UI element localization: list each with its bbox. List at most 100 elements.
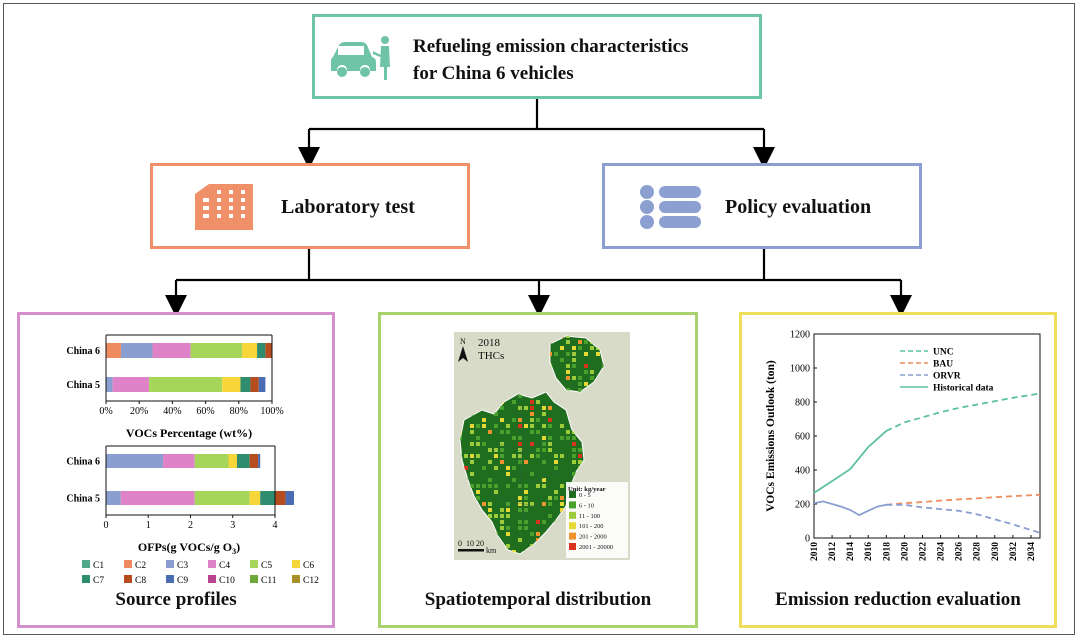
emission-cell (460, 424, 462, 428)
emission-cell (560, 346, 564, 350)
emission-cell (464, 454, 468, 458)
emission-cell (518, 424, 522, 428)
bar-segment-c8 (265, 343, 272, 358)
emission-cell (542, 436, 546, 440)
emission-cell (596, 336, 600, 338)
emission-cell (566, 364, 570, 368)
emission-cell (578, 382, 582, 386)
north-arrow-icon (458, 346, 468, 362)
svg-text:10: 10 (466, 539, 474, 548)
emission-cell (524, 460, 528, 464)
emission-cell (572, 376, 576, 380)
emission-cell (470, 406, 474, 410)
emission-cell (476, 496, 480, 500)
emission-cell (518, 496, 522, 500)
emission-cell (476, 442, 480, 446)
emission-cell (566, 406, 570, 410)
emission-cell (524, 526, 528, 530)
legend-swatch-c3 (166, 560, 174, 568)
emission-cell (524, 520, 528, 524)
emission-cell (536, 430, 540, 434)
legend-swatch-c12 (292, 575, 300, 583)
emission-cell (554, 496, 558, 500)
emission-cell (602, 364, 604, 368)
emission-cell (500, 544, 504, 548)
north-label: N (460, 337, 466, 346)
legend-swatch-c6 (292, 560, 300, 568)
y-tick-label: 1000 (790, 364, 810, 375)
emission-cell (550, 352, 552, 356)
y-tick-label: 200 (795, 500, 810, 511)
emission-cell (584, 460, 588, 464)
emission-cell (524, 550, 528, 554)
emission-cell (488, 514, 492, 518)
emission-cell (584, 418, 588, 422)
bar-segment-c7 (260, 491, 275, 505)
emission-cell (482, 400, 486, 404)
emission-cell (460, 418, 462, 422)
emission-cell (530, 472, 534, 476)
emission-cell (500, 448, 504, 452)
emission-cell (500, 442, 504, 446)
emission-cell (482, 418, 486, 422)
emission-cell (578, 346, 582, 350)
emission-cell (464, 406, 468, 410)
emission-cell (500, 460, 504, 464)
emission-cell (482, 388, 486, 392)
legend-swatch-c2 (124, 560, 132, 568)
emission-cell (566, 336, 570, 338)
emission-cell (494, 514, 498, 518)
emission-cell (460, 460, 462, 464)
emission-cell (494, 394, 498, 398)
laboratory-test-label: Laboratory test (281, 196, 415, 218)
emission-cell (506, 472, 510, 476)
emission-cell (506, 544, 510, 548)
scale-bar: 0 10 20 km (458, 539, 497, 555)
x-tick-label: 2016 (864, 542, 874, 561)
emission-cell (602, 370, 604, 374)
emission-cell (542, 388, 546, 392)
bar-segment-c4 (120, 491, 195, 505)
emission-cell (476, 436, 480, 440)
emission-cell (470, 502, 474, 506)
emission-cell (488, 406, 492, 410)
spatiotemporal-label: Spatiotemporal distribution (424, 589, 652, 610)
emission-cell (476, 484, 480, 488)
emission-cell (500, 526, 504, 530)
legend-swatch-c7 (82, 575, 90, 583)
emission-cell (572, 460, 576, 464)
bar-segment-c3 (106, 491, 121, 505)
emission-cell (482, 442, 486, 446)
bar-segment-c9 (258, 377, 266, 392)
emission-cell (464, 466, 468, 470)
emission-cell (512, 436, 516, 440)
emission-cell (482, 406, 486, 410)
x-tick-label: 2 (188, 520, 193, 531)
legend-label-c10: C10 (219, 576, 235, 585)
bar-segment-c5 (190, 343, 243, 358)
legend-swatch (569, 522, 576, 530)
emission-cell (542, 424, 546, 428)
x-tick-label: 2028 (973, 542, 983, 561)
bar-segment-c5 (194, 454, 229, 468)
emission-cell (500, 418, 504, 422)
emission-cell (536, 400, 540, 404)
emission-cell (518, 418, 522, 422)
emission-cell (566, 376, 570, 380)
emission-cell (476, 424, 480, 428)
emission-cell (488, 508, 492, 512)
emission-cell (590, 388, 594, 392)
svg-text:km: km (486, 546, 497, 555)
emission-cell (460, 472, 462, 476)
emission-cell (482, 484, 486, 488)
emission-cell (524, 490, 528, 494)
emission-cell (548, 502, 552, 506)
emission-cell (488, 430, 492, 434)
legend-swatch-c4 (208, 560, 216, 568)
x-tick-label: 60% (196, 406, 214, 417)
legend-label: Historical data (933, 384, 994, 394)
emission-cell (584, 370, 588, 374)
svg-text:20: 20 (476, 539, 484, 548)
map-year: 2018 (478, 337, 501, 349)
x-tick-label: 100% (260, 406, 283, 417)
